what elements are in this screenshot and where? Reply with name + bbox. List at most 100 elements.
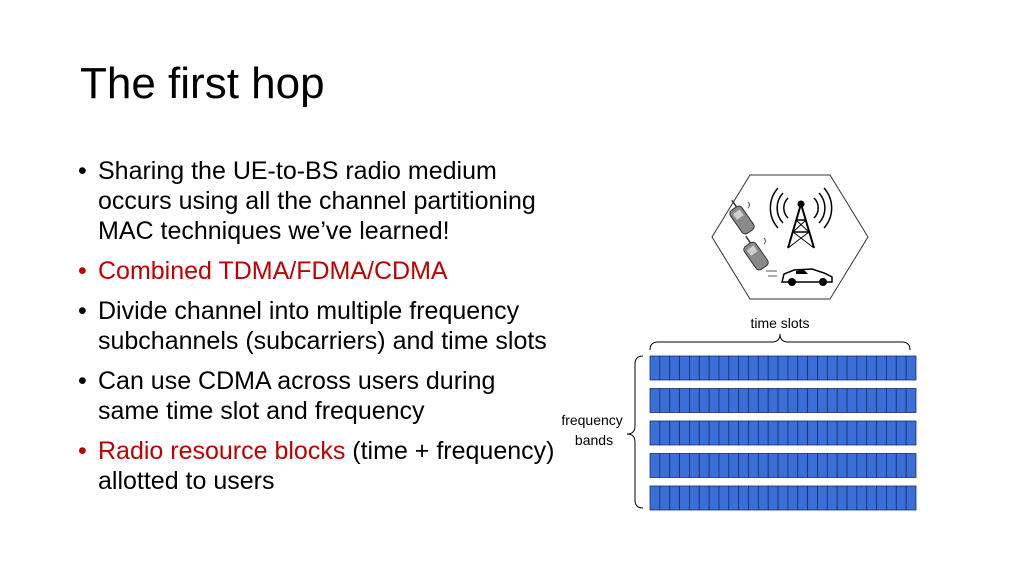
frequency-band — [649, 485, 917, 511]
time-slots-brace — [649, 333, 911, 351]
resource-block — [836, 453, 848, 478]
resource-block — [846, 388, 858, 413]
cell-tower-icon — [769, 187, 833, 249]
resource-block — [738, 355, 749, 381]
resource-block — [708, 485, 720, 511]
resource-block — [757, 388, 769, 413]
bullet-dot: • — [78, 437, 87, 465]
bullet-dot: • — [78, 367, 87, 395]
resource-block — [659, 388, 671, 413]
resource-block — [777, 388, 789, 413]
resource-block — [856, 388, 868, 413]
resource-block — [767, 420, 779, 446]
resource-block — [767, 388, 779, 413]
resource-block — [856, 485, 868, 511]
resource-block — [905, 420, 917, 446]
resource-block — [708, 355, 720, 381]
resource-block — [797, 355, 809, 381]
resource-block — [826, 388, 838, 413]
resource-block — [748, 355, 759, 381]
resource-block — [836, 485, 848, 511]
resource-block — [689, 388, 700, 413]
resource-block — [659, 355, 671, 381]
frequency-label-line: frequency — [561, 412, 622, 428]
frequency-band — [649, 420, 917, 446]
time-slots-label: time slots — [750, 315, 809, 331]
resource-block — [757, 453, 769, 478]
resource-block — [728, 453, 740, 478]
resource-block — [649, 388, 661, 413]
resource-block — [807, 453, 818, 478]
resource-block — [748, 485, 759, 511]
resource-block — [718, 420, 730, 446]
resource-block — [738, 420, 749, 446]
resource-block — [826, 355, 838, 381]
bullet-item: • Divide channel into multiple frequency… — [78, 296, 558, 356]
resource-block — [876, 485, 887, 511]
resource-block — [895, 485, 907, 511]
resource-block — [679, 453, 690, 478]
resource-block — [846, 355, 858, 381]
resource-block — [698, 388, 710, 413]
bullet-text: Sharing the UE-to-BS radio medium occurs… — [98, 157, 536, 245]
resource-block — [826, 453, 838, 478]
resource-block — [797, 420, 809, 446]
resource-block — [738, 453, 749, 478]
resource-block — [836, 355, 848, 381]
resource-block — [649, 453, 661, 478]
resource-block — [895, 355, 907, 381]
resource-block — [669, 485, 680, 511]
resource-block — [738, 388, 749, 413]
resource-block — [777, 485, 789, 511]
resource-block — [846, 453, 858, 478]
resource-block — [787, 388, 799, 413]
bullet-item: • Sharing the UE-to-BS radio medium occu… — [78, 156, 558, 246]
resource-block — [679, 355, 690, 381]
resource-block — [669, 355, 680, 381]
resource-block — [718, 355, 730, 381]
resource-block — [826, 420, 838, 446]
resource-block — [708, 388, 720, 413]
resource-block — [718, 485, 730, 511]
bullet-item: • Combined TDMA/FDMA/CDMA — [78, 256, 558, 286]
frequency-bands-label: frequency bands — [561, 412, 626, 448]
resource-block — [836, 388, 848, 413]
bullet-item: • Can use CDMA across users during same … — [78, 366, 558, 426]
resource-block — [886, 420, 897, 446]
resource-block — [728, 485, 740, 511]
resource-block — [718, 388, 730, 413]
cell-hexagon — [711, 174, 869, 300]
resource-block-grid — [649, 355, 917, 511]
bullet-highlight: Combined TDMA/FDMA/CDMA — [98, 257, 448, 285]
resource-block — [846, 485, 858, 511]
resource-block-diagram: time slots frequency bands — [561, 174, 917, 511]
resource-block — [876, 453, 887, 478]
resource-block — [748, 453, 759, 478]
resource-block — [777, 453, 789, 478]
resource-block — [659, 453, 671, 478]
resource-block — [777, 420, 789, 446]
resource-block — [728, 388, 740, 413]
resource-block — [659, 485, 671, 511]
resource-block — [708, 453, 720, 478]
resource-block — [797, 485, 809, 511]
resource-block — [698, 355, 710, 381]
resource-block — [817, 388, 828, 413]
bullet-highlight: Radio resource blocks — [98, 437, 346, 465]
resource-block — [866, 355, 877, 381]
resource-block — [767, 485, 779, 511]
bullet-dot: • — [78, 297, 87, 325]
resource-block — [728, 420, 740, 446]
resource-block — [905, 388, 917, 413]
resource-block — [777, 355, 789, 381]
resource-block — [757, 420, 769, 446]
bullet-dot: • — [78, 257, 87, 285]
resource-block — [866, 485, 877, 511]
resource-block — [689, 485, 700, 511]
bullet-text: (time + frequency) allotted to users — [98, 437, 555, 495]
resource-block — [738, 485, 749, 511]
resource-block — [679, 388, 690, 413]
resource-block — [698, 485, 710, 511]
resource-block — [748, 388, 759, 413]
resource-block — [846, 420, 858, 446]
